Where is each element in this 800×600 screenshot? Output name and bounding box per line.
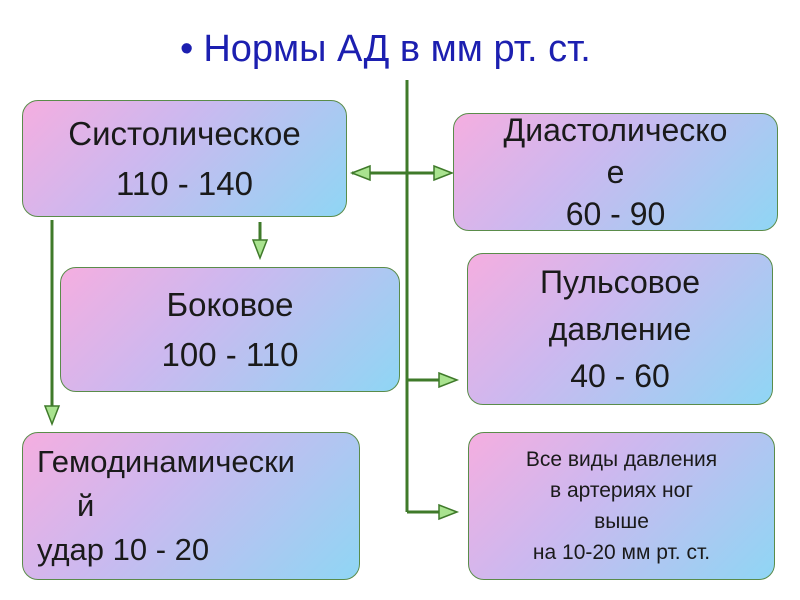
note-line-4: на 10-20 мм рт. ст.	[532, 541, 711, 564]
hemodynamic-range: удар 10 - 20	[37, 532, 210, 567]
arrowhead-lateral	[251, 239, 269, 261]
hemodynamic-label-2: й	[77, 488, 95, 523]
arrowhead-hemo	[43, 405, 61, 427]
lateral-label: Боковое	[166, 285, 294, 323]
pulse-pressure-box: Пульсовое давление 40 - 60	[467, 253, 773, 405]
lateral-box: Боковое 100 - 110	[60, 267, 400, 392]
note-line-3: выше	[594, 510, 649, 533]
systolic-box: Систолическое 110 - 140	[22, 100, 347, 217]
page-title: •Нормы АД в мм рт. ст.	[180, 28, 640, 78]
systolic-label: Систолическое	[68, 114, 301, 152]
pulse-label-1: Пульсовое	[539, 263, 701, 300]
diastolic-label-1: Диастолическо	[503, 112, 728, 148]
hemodynamic-label-1: Гемодинамически	[37, 444, 295, 479]
diastolic-box: Диастолическо е 60 - 90	[453, 112, 778, 232]
arrowhead-pulse	[438, 371, 460, 389]
note-line-2: в артериях ног	[549, 479, 693, 502]
diastolic-label-2: е	[606, 154, 625, 190]
diastolic-range: 60 - 90	[565, 196, 666, 232]
arrowhead-systolic	[349, 164, 371, 182]
lateral-range: 100 - 110	[161, 335, 299, 373]
hemodynamic-box: Гемодинамически й удар 10 - 20	[22, 432, 360, 580]
note-line-1: Все виды давления	[525, 448, 718, 471]
pulse-label-2: давление	[548, 310, 692, 347]
arrowhead-diastolic	[433, 164, 455, 182]
pulse-range: 40 - 60	[570, 357, 670, 394]
title-text: Нормы АД в мм рт. ст.	[203, 28, 591, 70]
arrowhead-note	[438, 503, 460, 521]
title-bullet: •	[180, 28, 194, 70]
systolic-range: 110 - 140	[116, 164, 253, 202]
leg-arteries-note-box: Все виды давления в артериях ног выше на…	[468, 432, 775, 580]
